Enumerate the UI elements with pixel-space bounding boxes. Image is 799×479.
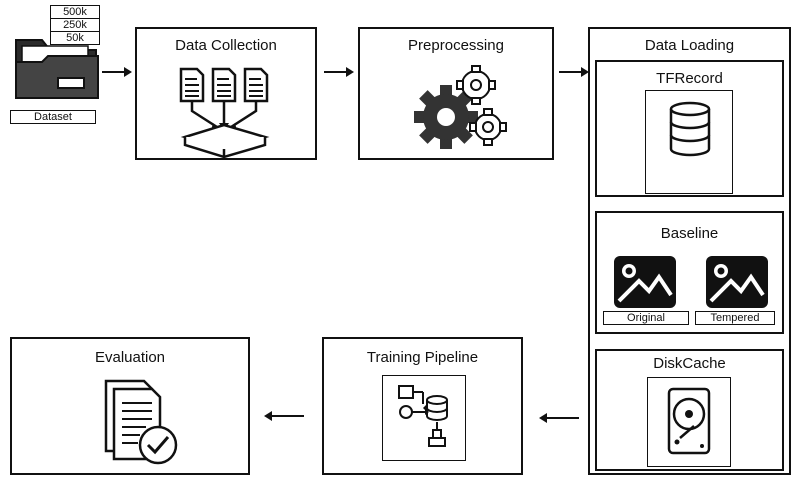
data-loading-box: Data Loading TFRecord Baseline (588, 27, 791, 475)
preprocessing-title: Preprocessing (408, 37, 504, 54)
training-pipeline-title: Training Pipeline (366, 349, 479, 366)
tfrecord-title: TFRecord (656, 70, 723, 87)
diskcache-icon-frame (647, 377, 731, 467)
baseline-original-label: Original (603, 311, 689, 325)
evaluation-box: Evaluation (10, 337, 250, 475)
data-collection-box: Data Collection (135, 27, 317, 160)
document-check-icon (104, 379, 178, 465)
baseline-box: Baseline Original Tempered (595, 211, 784, 334)
baseline-tempered-image-icon (706, 256, 768, 308)
database-icon (669, 101, 711, 157)
baseline-tempered-label: Tempered (695, 311, 775, 325)
dataset-group: 500k 250k 50k Dataset (10, 4, 110, 126)
arrow-preprocessing-to-loading (559, 67, 589, 77)
hard-drive-icon (667, 387, 711, 455)
dataset-size-500k: 500k (50, 5, 100, 19)
baseline-title: Baseline (660, 225, 719, 242)
arrow-training-to-evaluation (264, 411, 304, 421)
dataset-label: Dataset (10, 110, 96, 124)
flowchart-icon (398, 385, 448, 447)
evaluation-title: Evaluation (94, 349, 166, 366)
data-collection-title: Data Collection (175, 37, 277, 54)
arrow-loading-to-training (539, 413, 579, 423)
baseline-original-image-icon (614, 256, 676, 308)
diskcache-title: DiskCache (653, 355, 726, 372)
gears-icon (414, 65, 507, 149)
training-pipeline-icon-frame (382, 375, 466, 461)
dataset-size-250k: 250k (50, 18, 100, 32)
arrow-collection-to-preprocessing (324, 67, 354, 77)
dataset-size-50k: 50k (50, 31, 100, 45)
preprocessing-box: Preprocessing (358, 27, 554, 160)
documents-merge-icon (179, 67, 270, 159)
arrow-dataset-to-collection (102, 67, 132, 77)
tfrecord-icon-frame (645, 90, 733, 194)
data-loading-title: Data Loading (644, 37, 735, 54)
training-pipeline-box: Training Pipeline (322, 337, 523, 475)
tfrecord-box: TFRecord (595, 60, 784, 197)
diskcache-box: DiskCache (595, 349, 784, 471)
folder-icon (15, 39, 99, 99)
